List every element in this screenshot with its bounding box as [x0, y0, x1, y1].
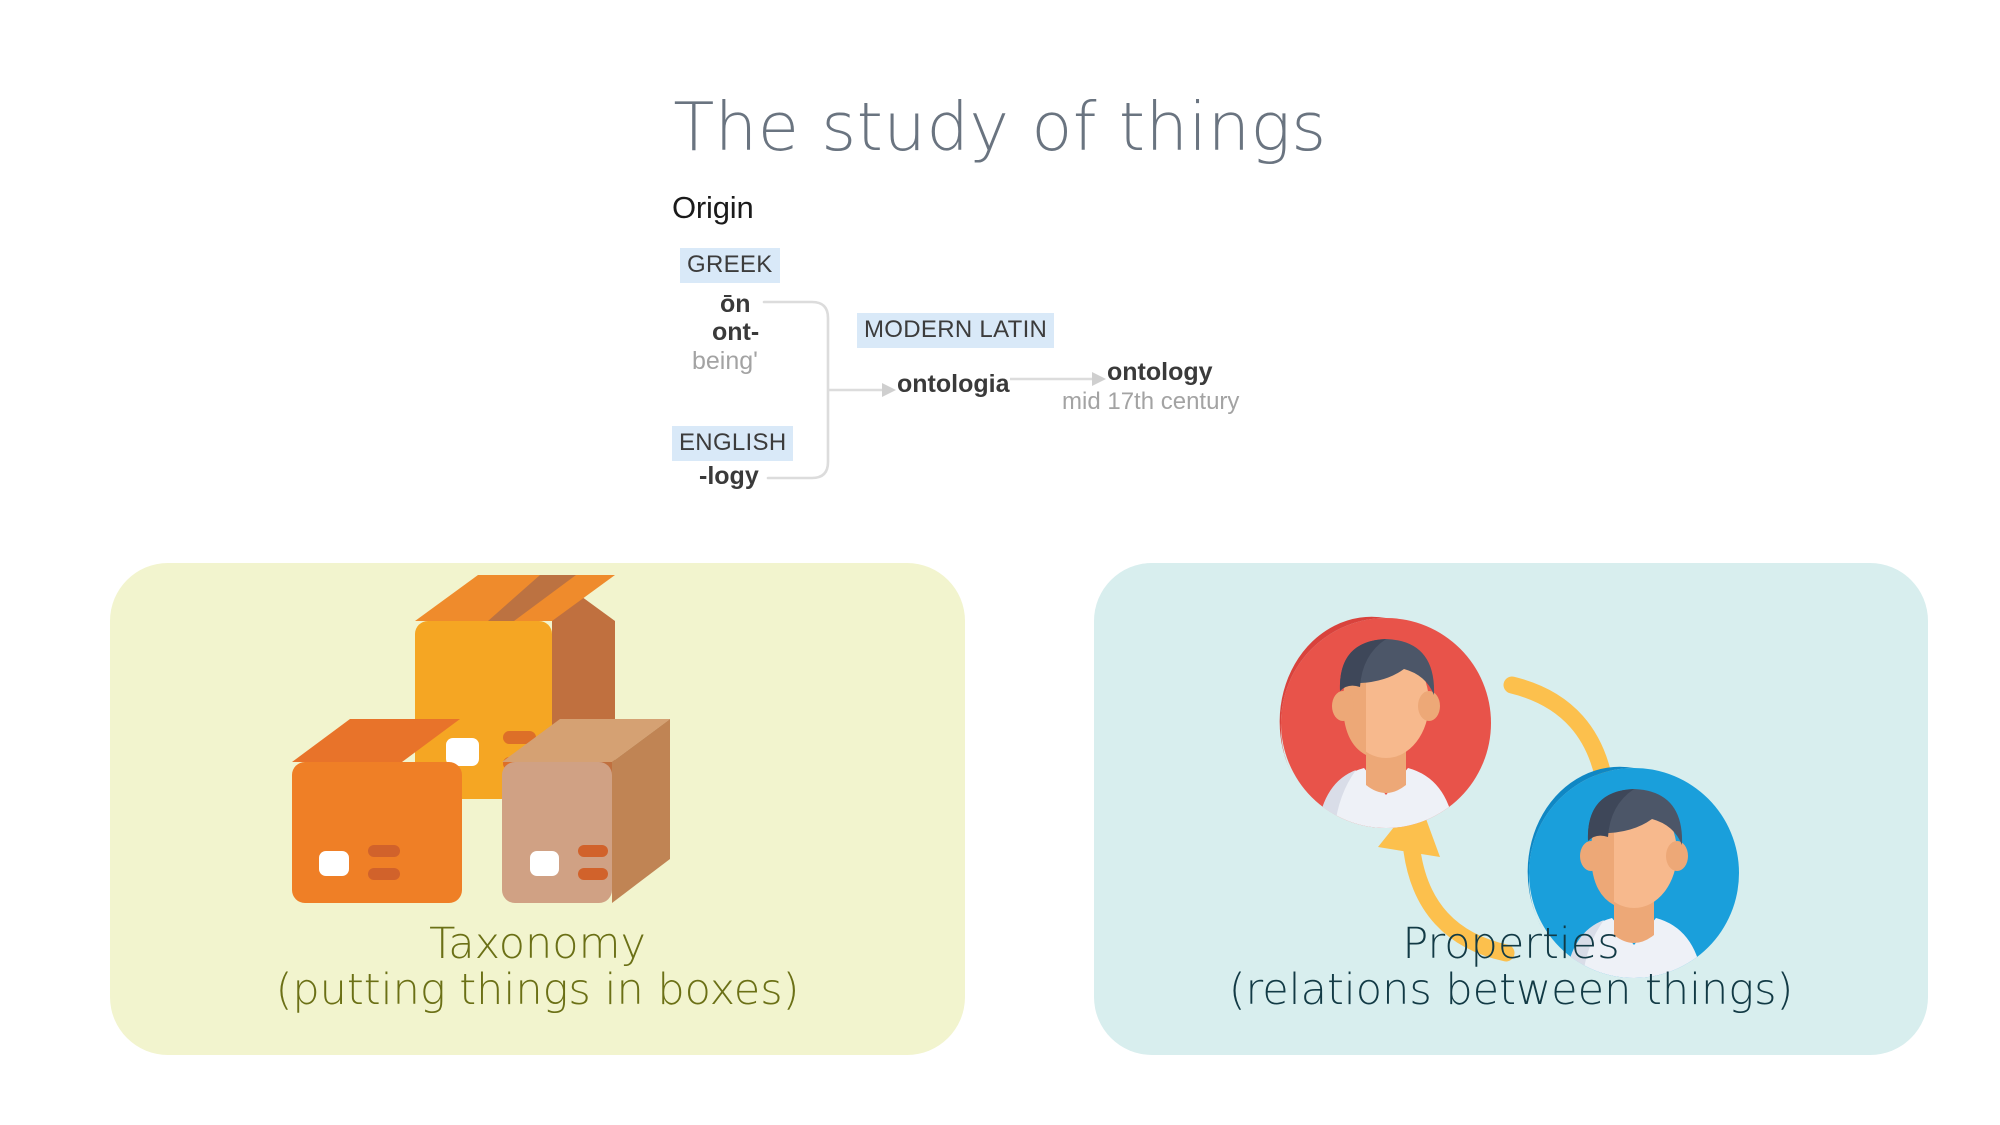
greek-gloss: being' [692, 347, 758, 375]
etymology-connectors [762, 300, 1106, 480]
latin-word-ontologia: ontologia [897, 370, 1010, 398]
greek-root-ont: ont- [712, 318, 760, 346]
badge-english: ENGLISH [672, 426, 794, 461]
badge-modern-latin: MODERN LATIN [857, 313, 1055, 348]
badge-greek: GREEK [680, 248, 780, 283]
english-root-logy: -logy [699, 462, 759, 490]
card-properties[interactable]: Properties (relations between things) [1094, 563, 1928, 1055]
english-word-ontology: ontology [1107, 358, 1213, 386]
card-taxonomy[interactable]: Taxonomy (putting things in boxes) [110, 563, 965, 1055]
origin-heading: Origin [672, 190, 754, 225]
card-taxonomy-caption: Taxonomy (putting things in boxes) [275, 919, 800, 1015]
page-title: The study of things [673, 88, 1327, 166]
english-word-date: mid 17th century [1062, 388, 1240, 415]
etymology-diagram: Origin GREEK ENGLISH MODERN LATIN ōn ont… [672, 190, 1372, 520]
greek-root-on: ōn [720, 290, 751, 318]
two-people-cycle-icon [1279, 616, 1739, 978]
stacked-boxes-icon [292, 575, 670, 903]
card-properties-caption: Properties (relations between things) [1228, 919, 1794, 1015]
